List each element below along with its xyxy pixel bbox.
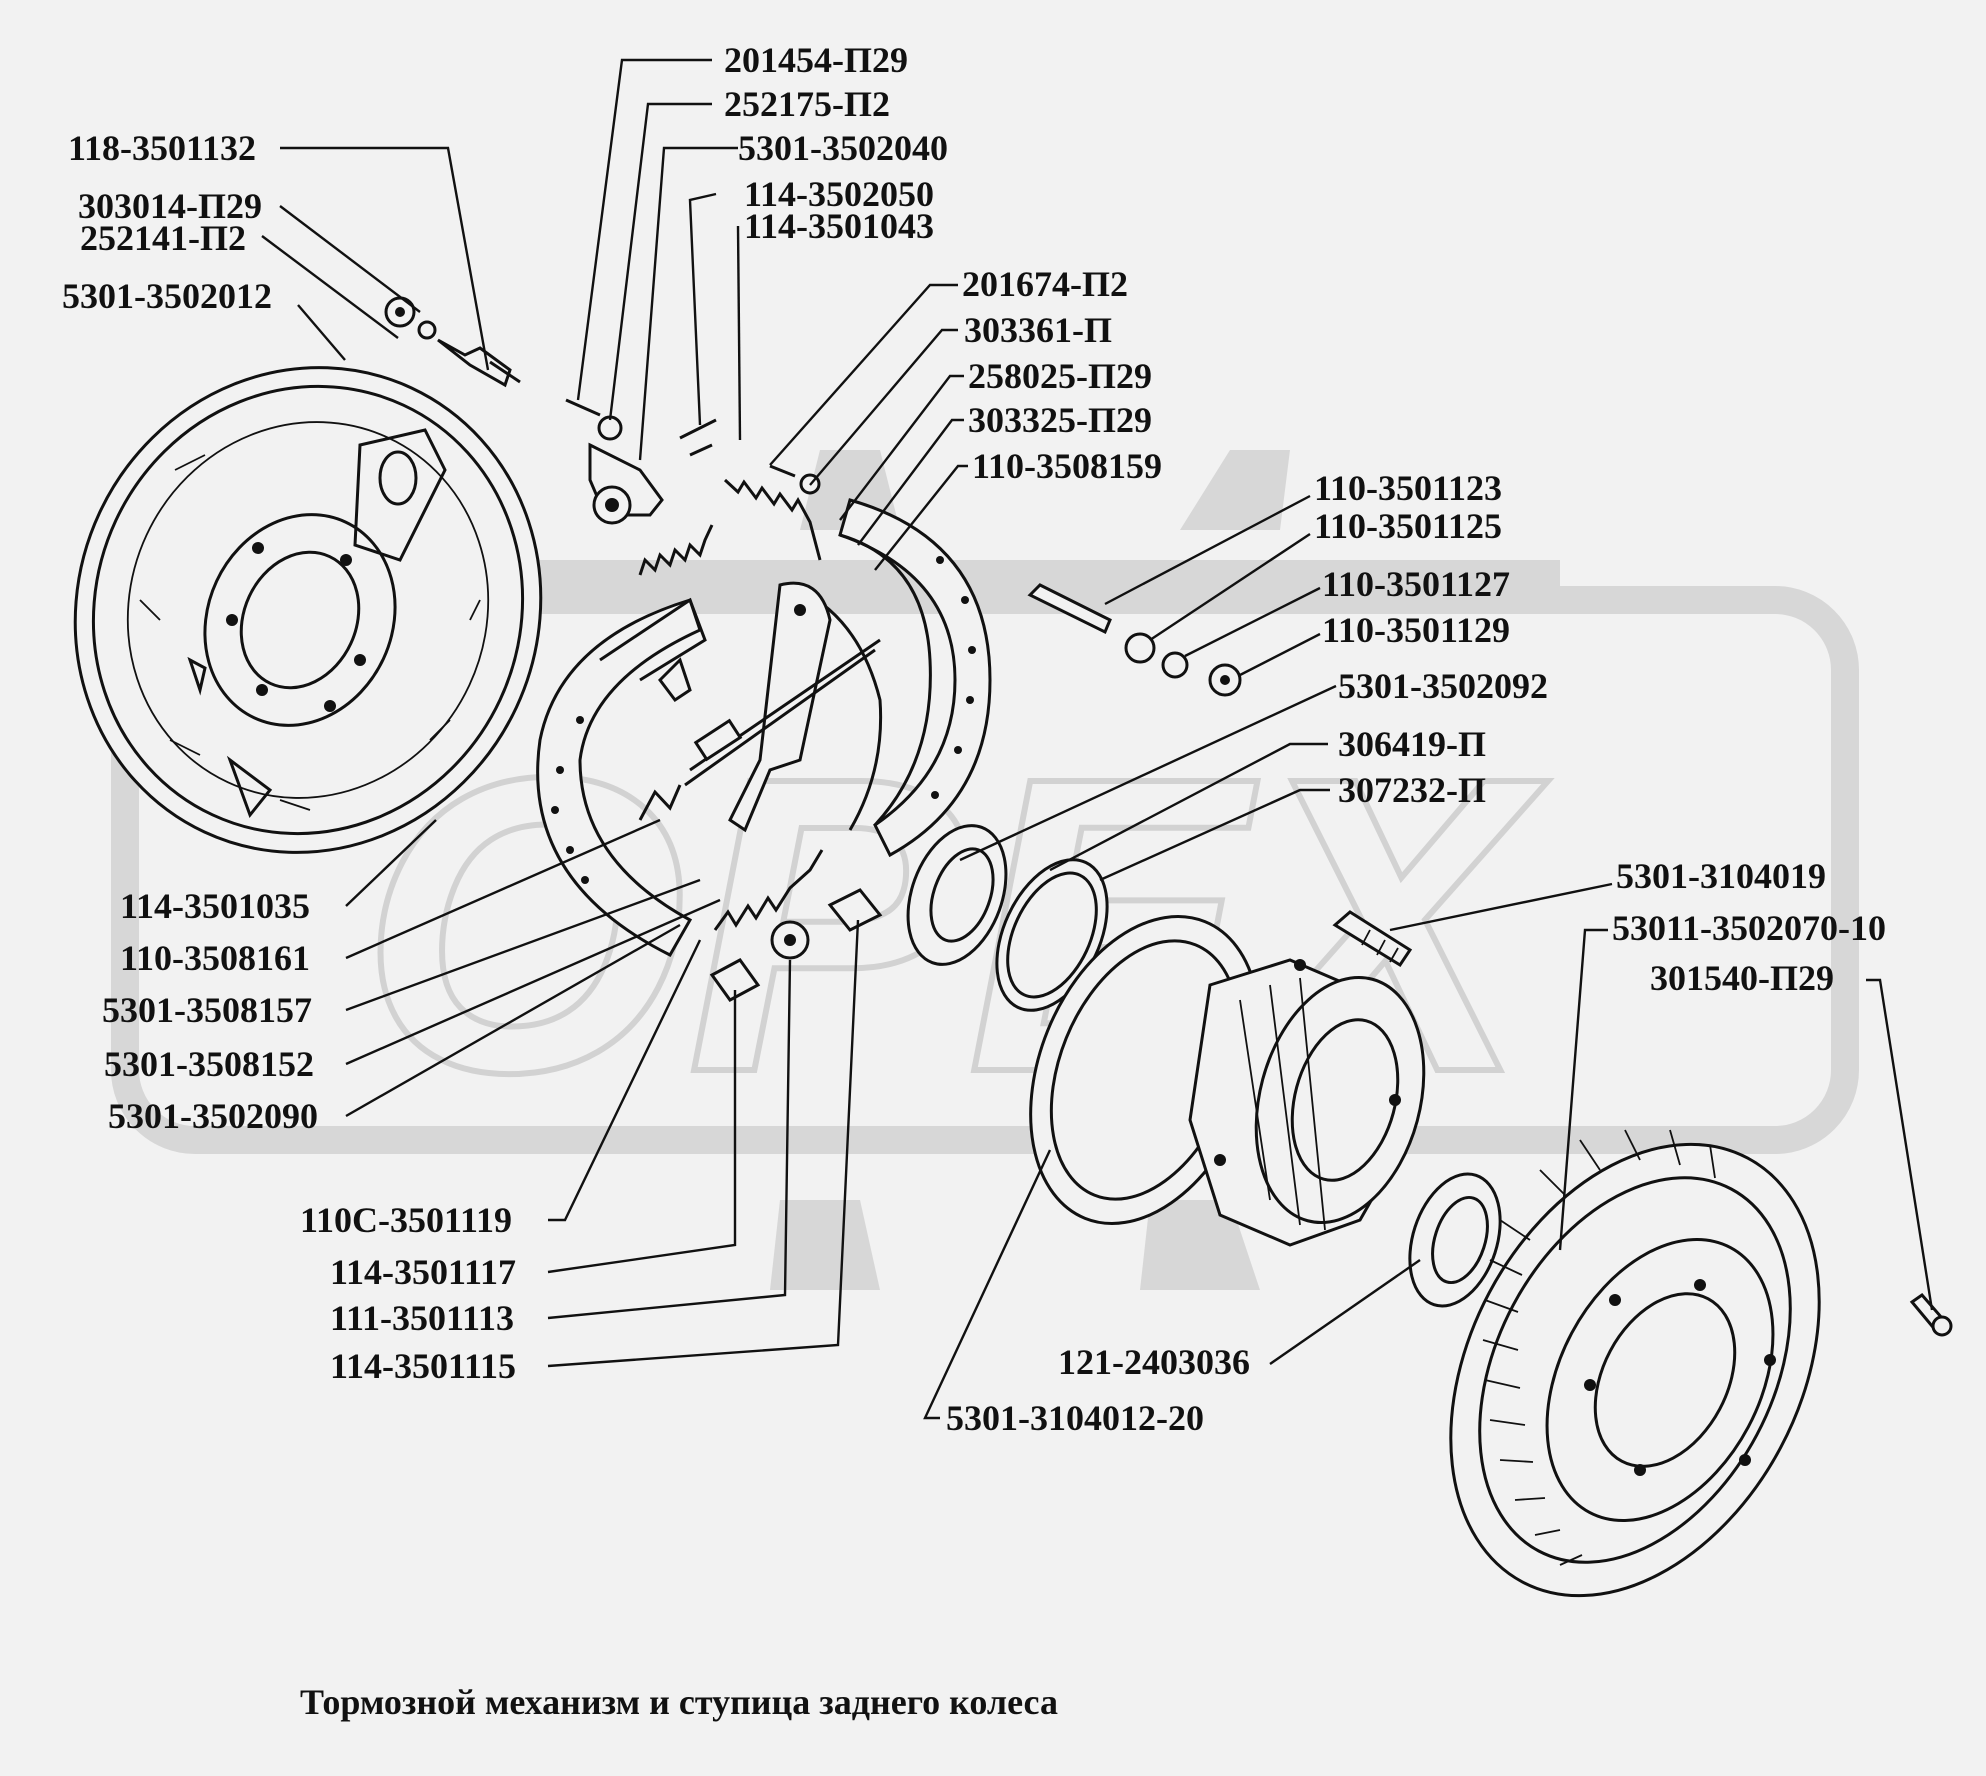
label-110-3501129: 110-3501129 [1322,610,1510,650]
label-114-3502050: 114-3502050 [744,174,934,214]
label-258025-p29: 258025-П29 [968,356,1152,396]
label-5301-3502040: 5301-3502040 [738,128,948,168]
label-121-2403036: 121-2403036 [1058,1342,1250,1382]
label-5301-3104019: 5301-3104019 [1616,856,1826,896]
label-114-3501117: 114-3501117 [330,1252,516,1292]
label-303361-p: 303361-П [964,310,1112,350]
label-301540-p29: 301540-П29 [1650,958,1834,998]
parking-lever [684,581,881,833]
label-110-3501127: 110-3501127 [1322,564,1510,604]
label-118-3501132: 118-3501132 [68,128,256,168]
label-114-3501035: 114-3501035 [120,886,310,926]
return-springs [638,478,824,931]
label-110-3508159: 110-3508159 [972,446,1162,486]
label-53011-3502070-10: 53011-3502070-10 [1612,908,1886,948]
drum-screw [1909,1292,1953,1337]
backing-plate [73,366,543,854]
label-5301-3104012-20: 5301-3104012-20 [946,1398,1204,1438]
label-252141-p2: 252141-П2 [80,218,246,258]
label-5301-3502012: 5301-3502012 [62,276,272,316]
wheel-stud [1332,910,1413,968]
label-5301-3508152: 5301-3508152 [104,1044,314,1084]
label-5301-3508157: 5301-3508157 [102,990,312,1030]
label-111-3501113: 111-3501113 [330,1298,514,1338]
label-5301-3502090: 5301-3502090 [108,1096,318,1136]
wheel-hub [1029,915,1426,1247]
label-110-3501123: 110-3501123 [1314,468,1502,508]
label-252175-p2: 252175-П2 [724,84,890,124]
part-labels: 201454-П29 252175-П2 5301-3502040 114-35… [62,40,1886,1438]
label-110c-3501119: 110С-3501119 [300,1200,512,1240]
label-114-3501115: 114-3501115 [330,1346,516,1386]
label-5301-3502092: 5301-3502092 [1338,666,1548,706]
leader-lines [261,58,1934,1420]
label-110-3508161: 110-3508161 [120,938,310,978]
label-110-3501125: 110-3501125 [1314,506,1502,546]
diagram-caption: Тормозной механизм и ступица заднего кол… [300,1682,1058,1722]
inner-bearing [906,824,1008,966]
label-303325-p29: 303325-П29 [968,400,1152,440]
label-201674-p2: 201674-П2 [962,264,1128,304]
anchor-bolt-set [1027,583,1242,697]
label-306419-p: 306419-П [1338,724,1486,764]
label-303014-p29: 303014-П29 [78,186,262,226]
label-114-3501043: 114-3501043 [744,206,934,246]
left-brake-shoe [536,597,707,957]
brake-drum [1449,1129,1821,1598]
label-201454-p29: 201454-П29 [724,40,908,80]
adjuster-parts [658,657,883,1002]
outer-bearing [1408,1172,1502,1308]
label-307232-p: 307232-П [1338,770,1486,810]
